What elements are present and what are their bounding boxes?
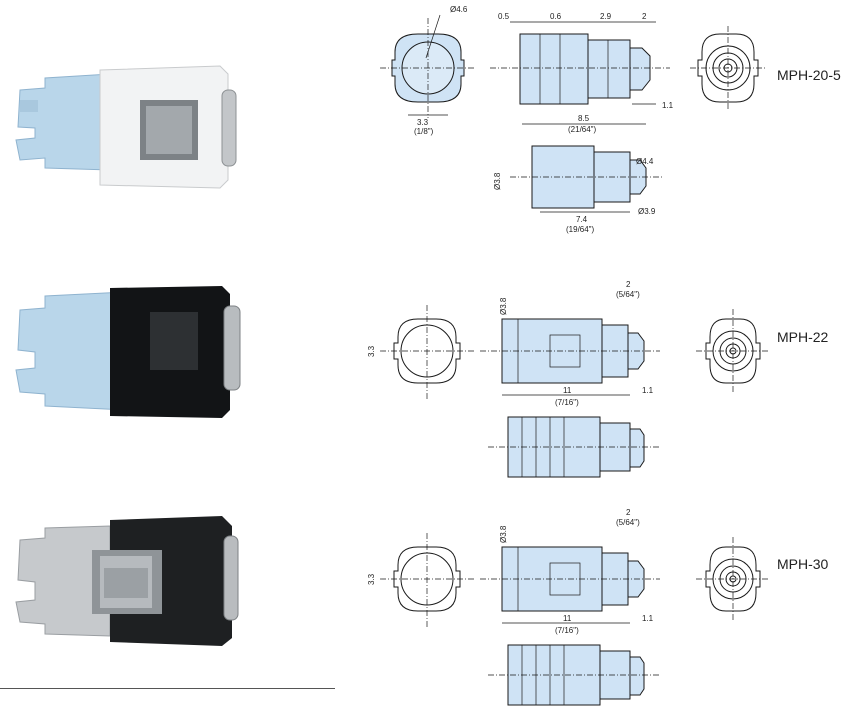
dim-width-front: 3.3 [417,118,429,127]
dim-t3: 2.9 [600,12,612,21]
dim-length-inch: (7/16") [555,626,579,635]
model-label-mph-22: MPH-22 [777,329,829,345]
dim-length: 8.5 [578,114,590,123]
dim-t5: 1.1 [642,386,654,395]
dim-length-inch: (21/64") [568,125,597,134]
model-label-mph-20-5: MPH-20-5 [777,67,841,83]
model-label-mph-30: MPH-30 [777,556,829,572]
dim-width: 3.3 [367,573,376,585]
dim-t4-inch: (5/64") [616,518,640,527]
dim-length: 11 [563,386,572,395]
dim-diameter-front: Ø4.6 [450,5,468,14]
dim-h1: Ø3.8 [499,297,508,315]
dim-width-front-inch: (1/8") [414,127,434,136]
product-photo-mph-22 [15,286,241,418]
product-photo-mph-20-5 [15,65,237,189]
dim-length: 11 [563,614,572,623]
technical-drawing-mph-20-5: Ø4.6 3.3 (1/8") 0.5 0.6 2.9 2 1.1 8.5 (2 [380,5,766,234]
bottom-divider [0,688,335,689]
technical-drawing-mph-22: 3.3 Ø3.8 2 (5/64") 11 (7/16") 1.1 [367,280,770,478]
dim-t2: 0.6 [550,12,562,21]
dim-length2-inch: (19/64") [566,225,595,234]
dim-length-inch: (7/16") [555,398,579,407]
dim-t4: 2 [626,508,631,517]
product-photo-mph-30 [15,516,239,646]
technical-drawing-mph-30: 3.3 Ø3.8 2 (5/64") 11 (7/16") 1.1 [367,508,770,706]
dim-d2: Ø4.4 [636,157,654,166]
dim-t4: 2 [642,12,647,21]
dim-h1: Ø3.8 [499,525,508,543]
dim-t5: 1.1 [662,101,674,110]
dim-t5: 1.1 [642,614,654,623]
dim-t1: 0.5 [498,12,510,21]
dim-h1: Ø3.8 [493,172,502,190]
dim-t4-inch: (5/64") [616,290,640,299]
dim-width: 3.3 [367,345,376,357]
dim-t4: 2 [626,280,631,289]
dim-length2: 7.4 [576,215,588,224]
dim-d3: Ø3.9 [638,207,656,216]
